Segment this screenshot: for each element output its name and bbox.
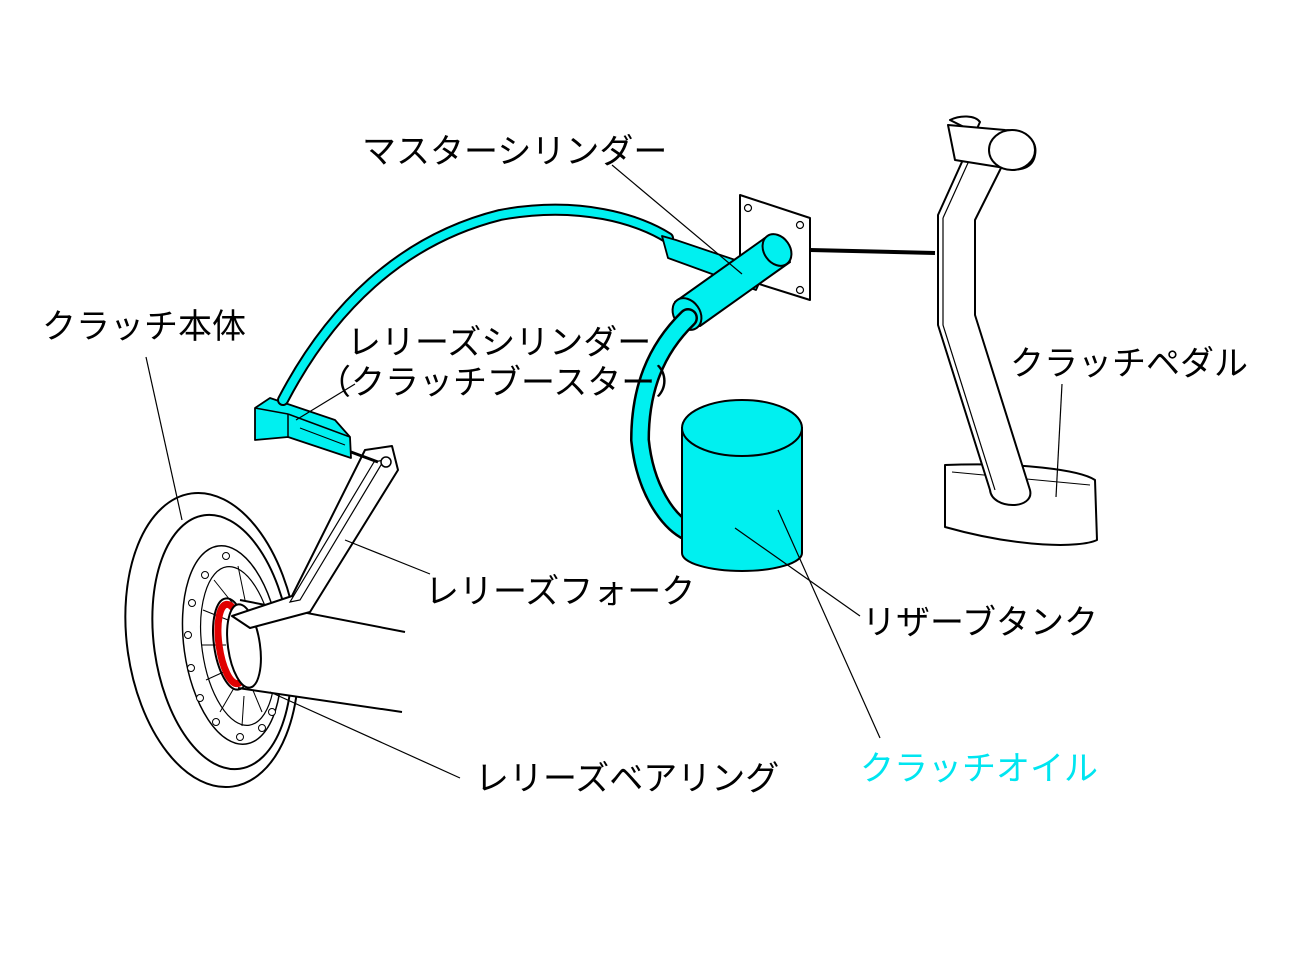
release-cylinder: [254, 397, 379, 464]
label-reservoir-tank: リザーブタンク: [862, 603, 1098, 643]
label-clutch-body: クラッチ本体: [42, 307, 246, 347]
leader-lines: [145, 164, 1063, 779]
label-clutch-pedal: クラッチペダル: [1010, 344, 1248, 384]
label-master-cylinder: マスターシリンダー: [362, 132, 667, 172]
label-release-cylinder: レリーズシリンダー: [347, 323, 651, 363]
label-release-bearing: レリーズベアリング: [475, 759, 779, 799]
clutch-pedal: [937, 115, 1098, 546]
label-release-fork: レリーズフォーク: [425, 572, 695, 612]
clutch-disc-spokes: [202, 565, 263, 727]
label-release-cylinder-note: （クラッチブースター）: [317, 363, 689, 403]
clutch-bolts: [184, 552, 276, 741]
oil-line-lower: [629, 308, 698, 540]
label-clutch-oil: クラッチオイル: [860, 749, 1098, 789]
push-rod: [809, 248, 936, 255]
release-fork: [231, 445, 399, 629]
reservoir-tank: [681, 399, 803, 572]
